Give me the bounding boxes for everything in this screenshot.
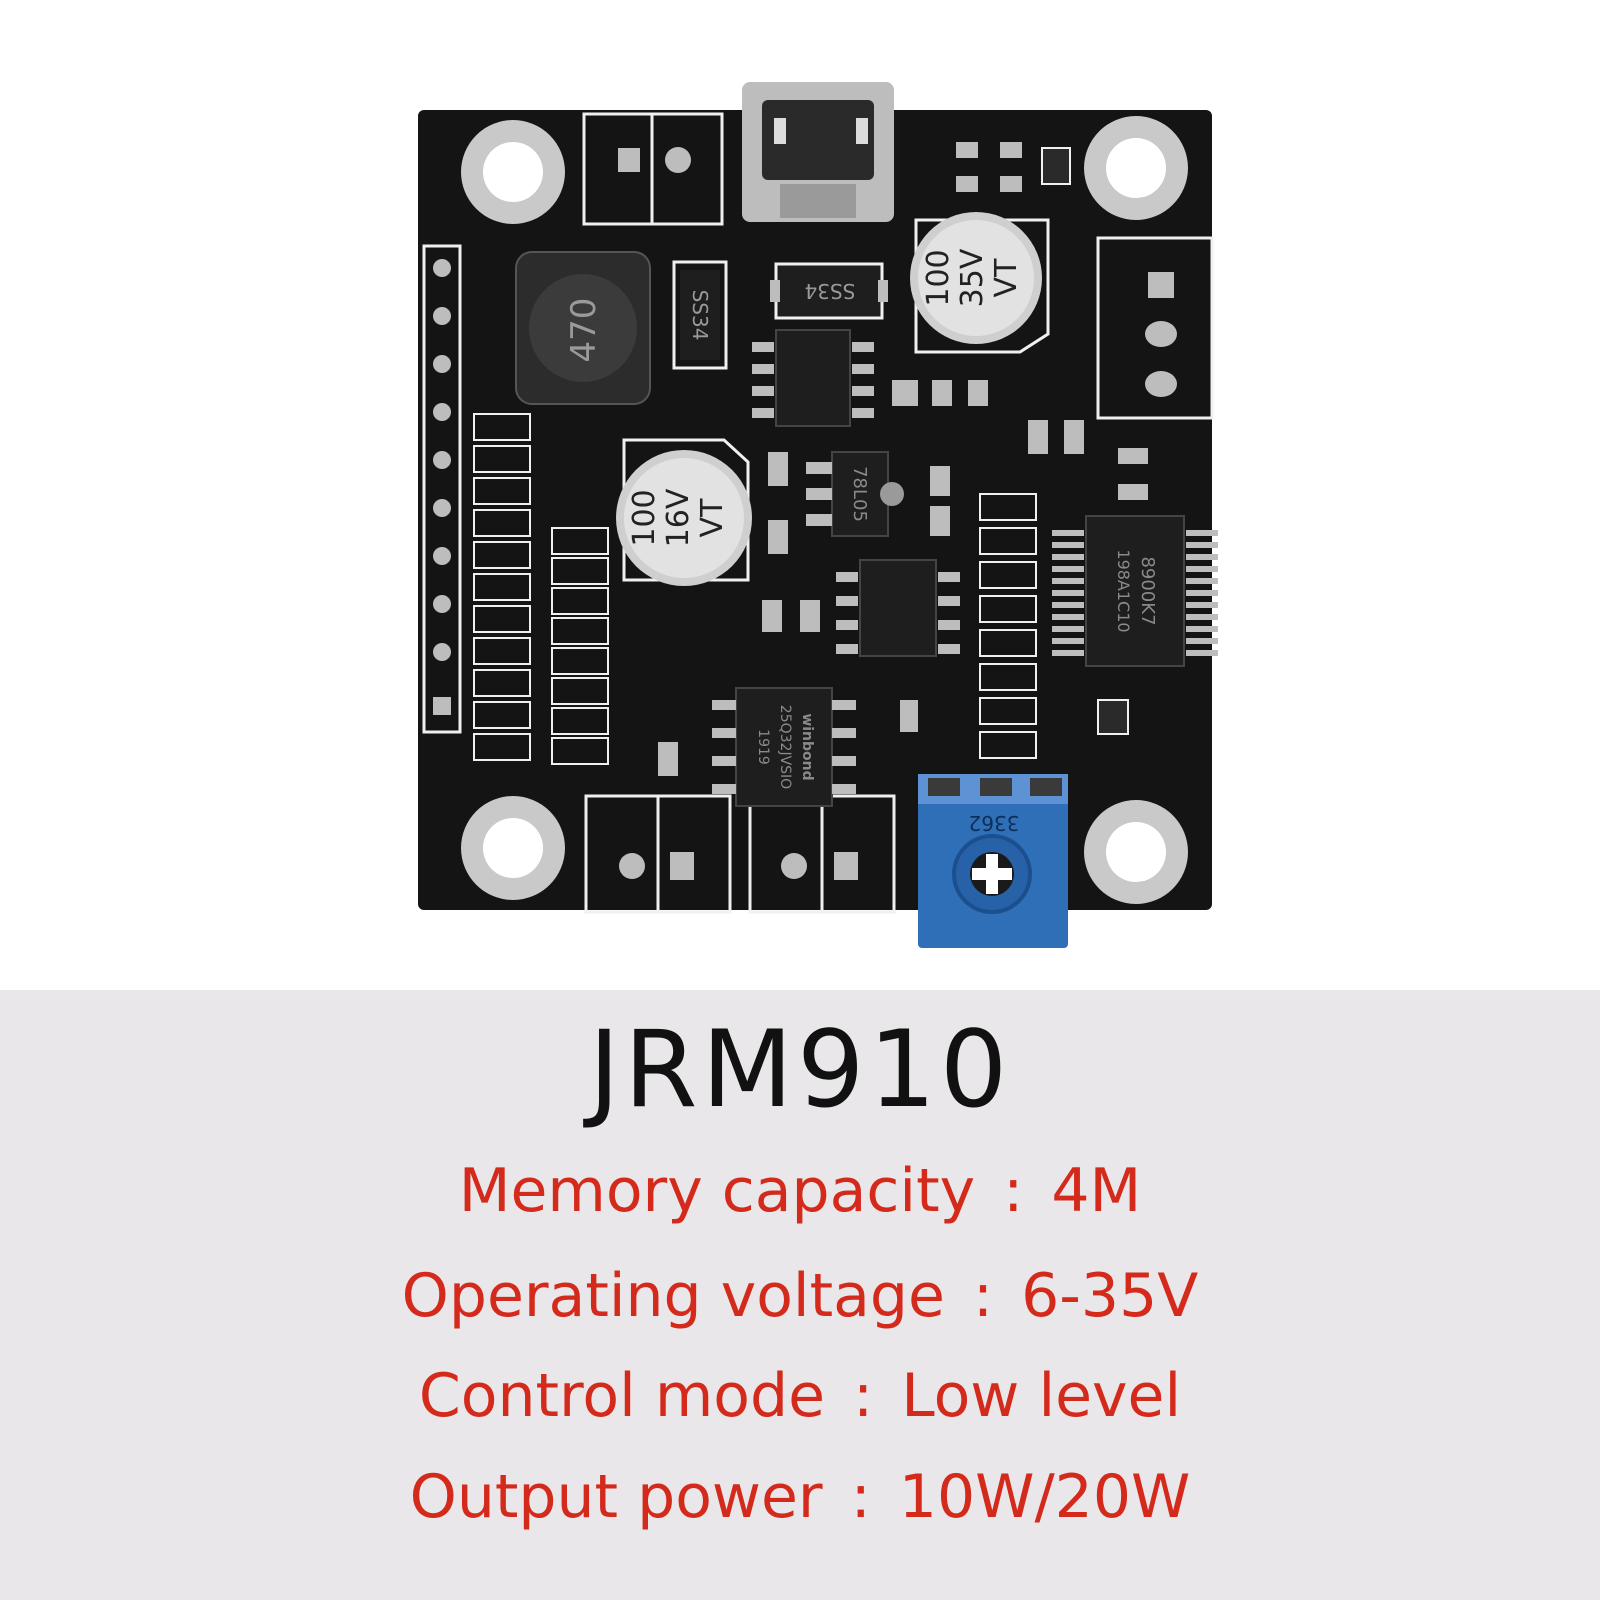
regulator-marking: 78L05 [849,466,870,522]
pcb-module-image: 470 SS34 SS34 100 35V VT [418,82,1218,948]
spec-operating-voltage: Operating voltage:6-35V [0,1256,1600,1336]
solder-pad-block [582,112,724,226]
cap-value-text: 100 [921,249,956,306]
cap-voltage-text: 16V [661,488,696,547]
solder-pad-block [1096,236,1214,420]
usb-connector [742,82,894,222]
mounting-hole [1084,800,1188,904]
flash-memory-ic: winbond 25Q32JVSIO 1919 [712,687,856,807]
spec-control-mode: Control mode: Low level [0,1356,1600,1436]
cap-voltage-text: 35V [955,248,990,307]
spec-label: Control mode [418,1361,825,1431]
model-title: JRM910 [588,1008,1012,1131]
solder-pad-block [748,794,896,914]
schottky-diode: SS34 [672,260,728,370]
spec-label: Memory capacity [458,1156,976,1226]
spec-separator: : [853,1361,874,1431]
smd-resistor-array [473,413,531,761]
inductor-marking: 470 [564,298,604,363]
trimmer-potentiometer: 3362 [918,774,1068,948]
svg-text:SS34: SS34 [805,279,856,303]
audio-amplifier-ic: 8900K7 198A1C10 [1052,515,1218,667]
pin-header [422,244,462,734]
buck-converter-ic [752,329,874,427]
amp-lot-text: 198A1C10 [1114,549,1133,632]
flash-brand-text: winbond [799,713,815,780]
spec-memory-capacity: Memory capacity:4M [0,1151,1600,1231]
smd-components [658,142,1148,776]
cap-brand-text: VT [989,258,1024,298]
product-photo: 470 SS34 SS34 100 35V VT [418,82,1218,948]
mounting-hole [461,796,565,900]
schottky-diode: SS34 [770,262,888,320]
solder-pad-block [584,794,732,914]
spec-label: Operating voltage [401,1261,945,1331]
electrolytic-capacitor-16v: 100 16V VT [616,438,752,586]
spec-value: 4M [1051,1156,1142,1226]
smd-resistor-array [979,493,1037,759]
opamp-ic [836,559,960,657]
spec-separator: : [850,1462,871,1532]
spec-output-power: Output power:10W/20W [0,1457,1600,1537]
amp-part-text: 8900K7 [1137,556,1158,625]
spec-value: 10W/20W [898,1462,1191,1532]
spec-panel [0,990,1600,1600]
spec-separator: : [972,1261,994,1331]
cap-value-text: 100 [627,489,662,546]
diode-marking: SS34 [688,290,712,341]
mounting-hole [1084,116,1188,220]
power-inductor: 470 [515,251,651,405]
potentiometer-marking: 3362 [969,811,1020,835]
smd-resistor-array [551,527,609,765]
flash-part-text: 25Q32JVSIO [777,705,793,789]
spec-label: Output power [409,1462,823,1532]
electrolytic-capacitor-35v: 100 35V VT [910,212,1050,354]
voltage-regulator: 78L05 [806,451,904,537]
spec-separator: : [1003,1156,1024,1226]
spec-value: Low level [901,1361,1182,1431]
mounting-hole [461,120,565,224]
spec-value: 6-35V [1021,1261,1199,1331]
flash-date-text: 1919 [755,729,771,765]
cap-brand-text: VT [695,498,730,538]
